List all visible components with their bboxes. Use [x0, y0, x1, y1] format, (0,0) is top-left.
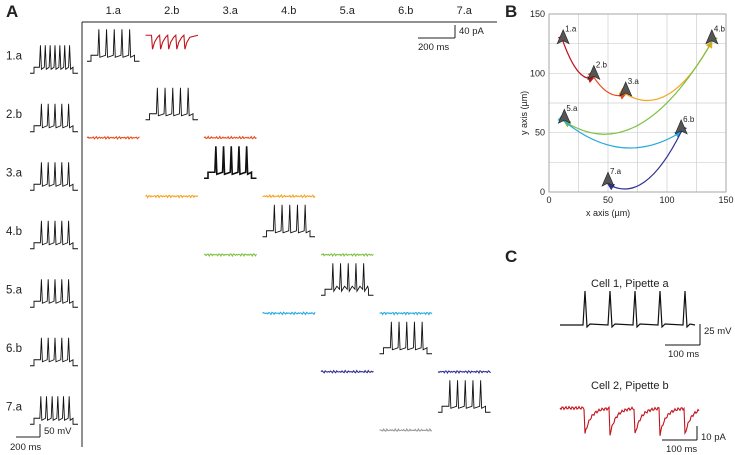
trace2-title: Cell 2, Pipette b: [591, 380, 669, 392]
map-plot-frame: [548, 13, 727, 193]
connection-3.a-4.b: [618, 40, 713, 102]
column-header-1.a: 1.a: [106, 5, 122, 17]
left-scalebar-y-label: 50 mV: [44, 426, 72, 437]
panel-c-letter: C: [505, 247, 517, 266]
matrix-cell-5.a-4.b: [262, 311, 316, 316]
matrix-cell-5.a-5.a: [321, 263, 374, 296]
column-header-2.b: 2.b: [164, 5, 179, 17]
matrix-cell-2.b-2.b: [145, 87, 198, 121]
matrix-cell-3.a-2.b: [145, 194, 199, 199]
row-7.a-firing-trace: [30, 396, 78, 425]
neuron-label-4.b: 4.b: [714, 25, 726, 34]
neuron-3.a: [619, 81, 633, 97]
matrix-cell-4.b-5.a: [320, 252, 374, 258]
matrix-cell-2.b-1.a: [86, 135, 140, 141]
trace1-title: Cell 1, Pipette a: [591, 278, 670, 290]
panel-a-letter: A: [6, 2, 18, 21]
cell-position-map: x axis (µm) y axis (µm) 0 50 100 150 0 50 100 1…: [519, 9, 734, 218]
connectivity-matrix: 1.a 2.b 3.a 4.b 5.a 6.b 7.a 1.a 2.b 3.a 4.b 5.a 6.b 7…: [6, 5, 491, 432]
neuron-7.a: [601, 171, 615, 187]
trace1-action-potentials: [560, 290, 696, 329]
map-y-tick-100: 100: [530, 68, 545, 78]
column-header-6.b: 6.b: [398, 5, 413, 17]
row-2.b-firing-trace: [30, 103, 78, 133]
neuron-6.b: [674, 119, 688, 135]
map-x-tick-0: 0: [546, 195, 551, 205]
column-header-5.a: 5.a: [340, 5, 356, 17]
matrix-cell-6.b-5.a: [320, 369, 374, 374]
left-scalebar-x-label: 200 ms: [10, 442, 41, 453]
top-scalebar-x-label: 200 ms: [418, 42, 449, 53]
neuron-label-1.a: 1.a: [565, 25, 577, 34]
column-header-4.b: 4.b: [281, 5, 296, 17]
neuron-label-2.b: 2.b: [596, 60, 608, 69]
top-scalebar: 40 pA 200 ms: [418, 25, 484, 53]
top-scalebar-y-label: 40 pA: [459, 26, 484, 37]
map-x-axis-label: x axis (µm): [586, 208, 630, 218]
row-label-4.b: 4.b: [6, 226, 22, 238]
matrix-cell-2.b-3.a: [203, 135, 257, 140]
row-label-6.b: 6.b: [6, 343, 22, 355]
matrix-cell-3.a-4.b: [262, 194, 316, 199]
matrix-cell-1.a-2.b: [145, 34, 199, 50]
map-y-axis-label: y axis (µm): [519, 91, 529, 135]
column-header-7.a: 7.a: [457, 5, 473, 17]
matrix-cell-5.a-6.b: [379, 311, 433, 316]
matrix-cell-6.b-6.b: [379, 321, 432, 355]
matrix-cell-4.b-3.a: [203, 253, 257, 258]
trace2-scale-y-label: 10 pA: [701, 432, 726, 443]
trace2-scale-x-label: 100 ms: [666, 444, 697, 455]
matrix-cell-4.b-4.b: [262, 204, 315, 238]
row-1.a-firing-trace: [30, 45, 78, 74]
map-x-tick-150: 150: [718, 195, 733, 205]
matrix-cell-7.a-6.b: [379, 427, 433, 432]
row-label-1.a: 1.a: [6, 50, 23, 62]
paired-recording-panel: Cell 1, Pipette a Cell 2, Pipette b 25 m…: [559, 278, 732, 455]
row-3.a-firing-trace: [30, 162, 78, 191]
neuron-2.b: [587, 64, 601, 80]
neuron-label-6.b: 6.b: [683, 115, 695, 124]
column-header-3.a: 3.a: [223, 5, 239, 17]
map-x-tick-100: 100: [659, 195, 674, 205]
row-label-3.a: 3.a: [6, 167, 23, 179]
matrix-cell-1.a-1.a: [87, 29, 140, 62]
panel-b-letter: B: [505, 2, 517, 21]
map-y-tick-150: 150: [530, 9, 545, 19]
matrix-cell-7.a-7.a: [438, 380, 491, 413]
neuron-1.a: [556, 28, 570, 45]
map-y-tick-50: 50: [535, 128, 545, 138]
row-6.b-firing-trace: [30, 337, 78, 367]
matrix-cell-6.b-7.a: [437, 370, 491, 375]
row-label-7.a: 7.a: [6, 401, 23, 413]
trace1-scale-x-label: 100 ms: [668, 349, 699, 360]
left-scalebar: 50 mV 200 ms: [10, 424, 72, 453]
row-label-5.a: 5.a: [6, 284, 23, 296]
neuron-label-5.a: 5.a: [566, 104, 578, 113]
neuron-label-3.a: 3.a: [628, 77, 640, 86]
map-y-tick-0: 0: [540, 187, 545, 197]
neuron-5.a: [557, 108, 571, 124]
row-5.a-firing-trace: [30, 279, 78, 308]
neuron-4.b: [705, 28, 719, 45]
connection-5.a-6.b: [557, 114, 683, 149]
map-x-tick-50: 50: [603, 195, 613, 205]
connection-6.b-7.a: [606, 124, 688, 191]
neuron-label-7.a: 7.a: [610, 167, 622, 176]
row-label-2.b: 2.b: [6, 109, 22, 121]
matrix-cell-3.a-3.a: [204, 146, 257, 180]
trace1-scale-y-label: 25 mV: [704, 326, 732, 337]
trace2-epscs: [559, 405, 700, 436]
row-4.b-firing-trace: [30, 220, 78, 250]
